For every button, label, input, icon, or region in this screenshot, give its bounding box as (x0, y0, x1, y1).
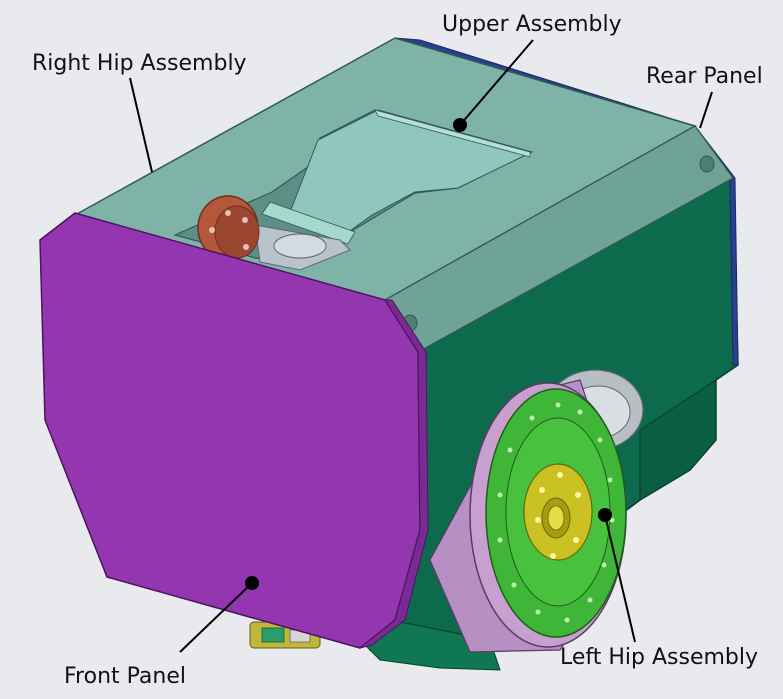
front-panel-edge (359, 299, 429, 649)
upper-assembly-leader (459, 39, 534, 126)
right-hip-assembly-label: Right Hip Assembly (32, 51, 247, 76)
disc-bolt-holes (497, 402, 615, 623)
hub-bolt-holes (535, 472, 581, 559)
upper-assembly-ledge (374, 109, 531, 158)
upper-assembly-label: Upper Assembly (442, 12, 622, 37)
interior-bearing (273, 233, 327, 259)
inner-light-strip (261, 201, 356, 245)
anchor-dots (245, 118, 612, 590)
left-hip-assembly (429, 369, 644, 653)
left-hip-assembly-label: Left Hip Assembly (560, 645, 759, 670)
left-hip-leader (604, 514, 636, 643)
left-hip-dot (598, 508, 612, 522)
top-hole-rear (699, 155, 715, 173)
body-right-lower (639, 379, 717, 501)
front-panel-label: Front Panel (64, 664, 186, 689)
rear-panel-label: Rear Panel (646, 64, 763, 89)
leader-lines (129, 39, 713, 653)
front-panel-leader (179, 582, 253, 653)
upper-assembly-dot (453, 118, 467, 132)
right-hip-flange (197, 195, 260, 261)
rear-panel-leader (699, 91, 713, 129)
front-panel-dot (245, 576, 259, 590)
right-hip-leader (129, 77, 153, 173)
